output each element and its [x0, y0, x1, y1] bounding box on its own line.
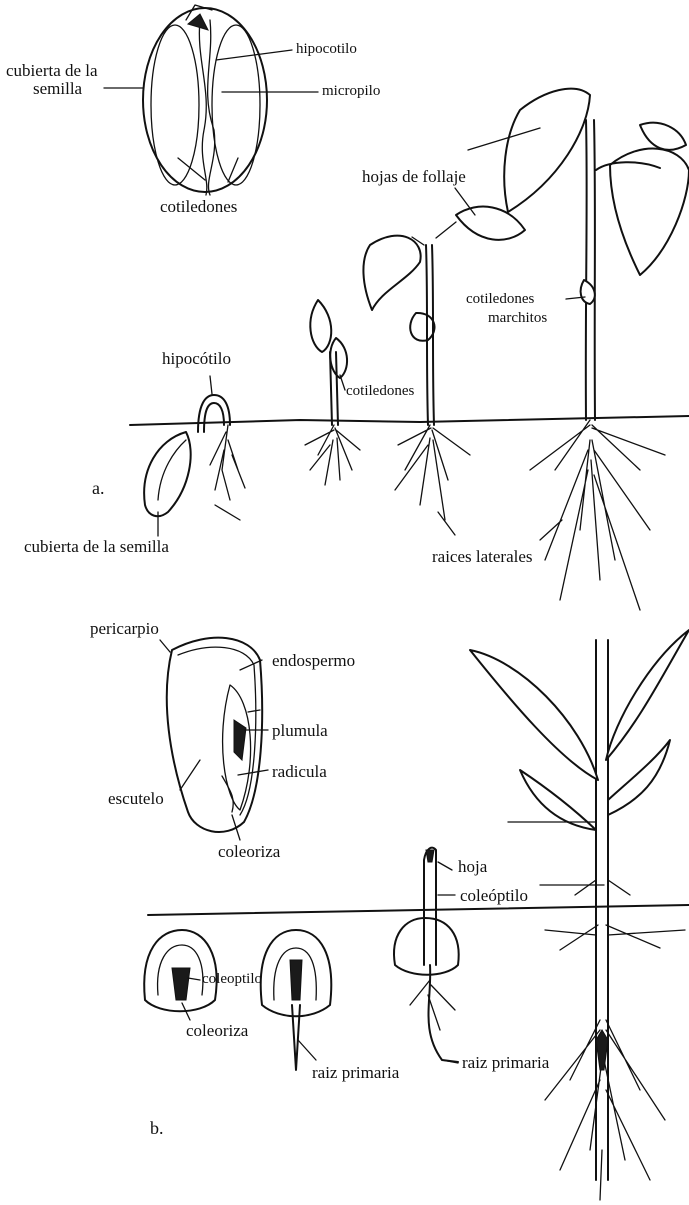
label-cubierta-de-la: cubierta de la — [6, 62, 98, 79]
label-raiz-primaria-2: raiz primaria — [312, 1064, 399, 1081]
corn-stage-3 — [394, 848, 459, 1063]
corn-grain-leaders — [160, 640, 268, 840]
label-cotiledones-marchitos-1: cotiledones — [466, 292, 534, 307]
label-raiz-primaria-1: raiz primaria — [462, 1054, 549, 1071]
corn-stage-4 — [470, 630, 689, 1200]
soil-line-a — [130, 416, 689, 425]
bean-stage-3 — [363, 207, 525, 520]
corn-stage-2 — [261, 930, 332, 1070]
label-plumula: plumula — [272, 722, 328, 739]
label-cubierta-de-la-semilla: cubierta de la semilla — [24, 538, 169, 555]
bean-seed-section — [143, 5, 267, 195]
label-hoja: hoja — [458, 858, 487, 875]
bean-stage-hook — [144, 395, 245, 516]
label-hipocotilo-seed: hipocotilo — [296, 42, 357, 57]
label-coleoriza: coleoriza — [186, 1022, 248, 1039]
label-semilla: semilla — [33, 80, 82, 97]
label-hojas-de-follaje: hojas de follaje — [362, 168, 466, 185]
label-panel-a: a. — [92, 480, 105, 497]
label-cotiledones: cotiledones — [346, 384, 414, 399]
label-coleoptilo-small: coleoptilo — [202, 972, 262, 987]
label-radicula: radicula — [272, 763, 327, 780]
label-escutelo: escutelo — [108, 790, 164, 807]
label-coleoriza-grain: coleoriza — [218, 843, 280, 860]
label-cotiledones-marchitos-2: marchitos — [488, 311, 547, 326]
label-cotiledones-seed: cotiledones — [160, 198, 237, 215]
label-micropilo: micropilo — [322, 84, 380, 99]
label-pericarpio: pericarpio — [90, 620, 159, 637]
label-raices-laterales: raices laterales — [432, 548, 533, 565]
bean-seed-leaders — [104, 50, 318, 182]
bean-stage-4 — [504, 89, 689, 610]
label-panel-b: b. — [150, 1120, 164, 1137]
label-hipocotilo: hipocótilo — [162, 350, 231, 367]
label-coleoptilo: coleóptilo — [460, 887, 528, 904]
corn-plant-leaders — [508, 822, 604, 885]
label-endospermo: endospermo — [272, 652, 355, 669]
